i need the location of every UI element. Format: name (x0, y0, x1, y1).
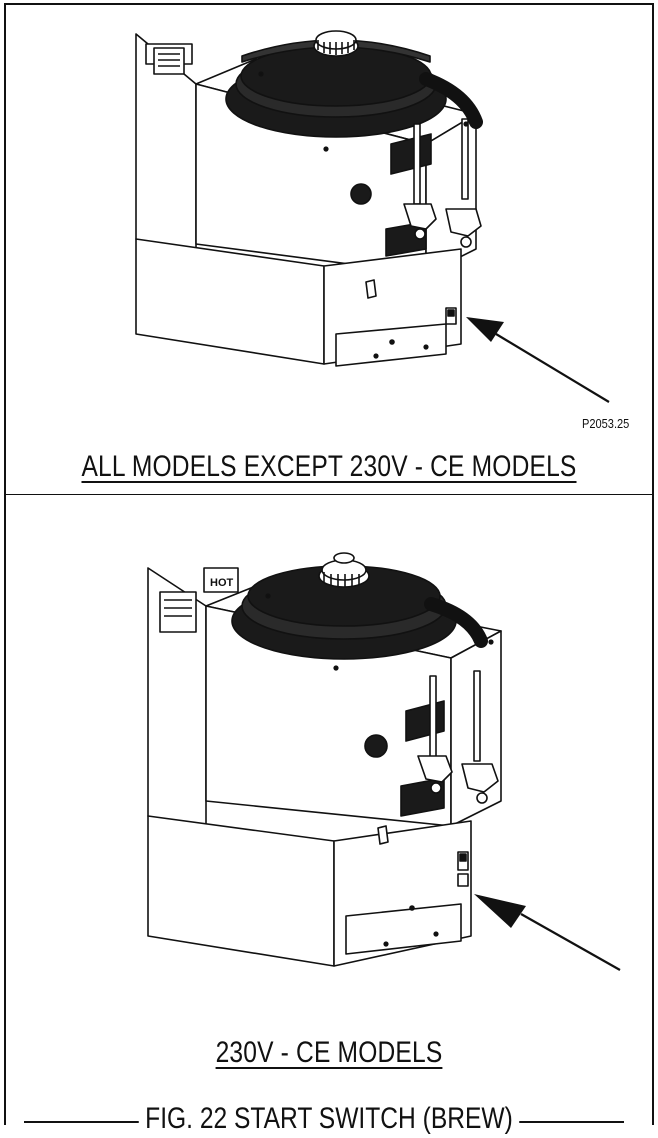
figure-frame (4, 3, 654, 1125)
panel-divider (4, 494, 654, 495)
panel-caption-all-models: ALL MODELS EXCEPT 230V - CE MODELS (81, 450, 577, 483)
figure-title: FIG. 22 START SWITCH (BREW) (63, 1102, 596, 1136)
figure-title-bar: FIG. 22 START SWITCH (BREW) (4, 1098, 654, 1138)
brewer-illustration-bottom: HOT (147, 552, 621, 971)
part-number: P2053.25 (582, 416, 630, 431)
brewer-illustration-top (135, 30, 610, 403)
panel-caption-230v-ce: 230V - CE MODELS (215, 1036, 443, 1069)
svg-text:HOT: HOT (210, 577, 234, 589)
panel-all-models: P2053.25 ALL MODELS EXCEPT 230V - CE MOD… (6, 4, 652, 494)
panel-230v-ce: HOT (6, 496, 652, 1096)
